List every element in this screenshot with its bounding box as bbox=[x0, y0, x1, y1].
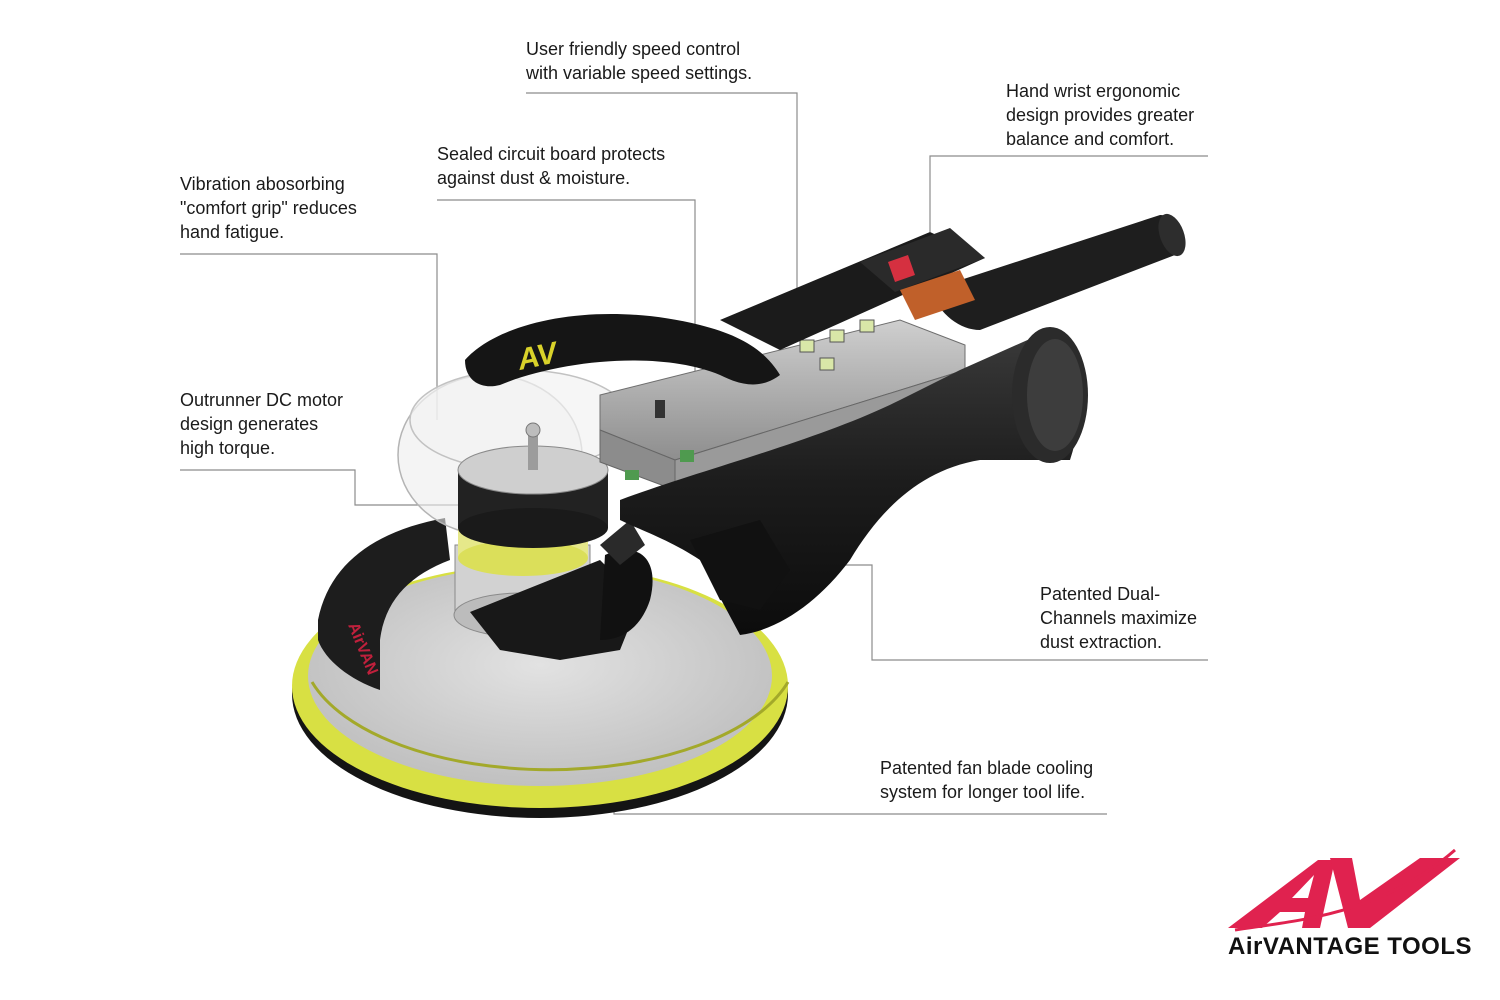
speed-control-module bbox=[720, 228, 985, 350]
callout-wrist-design: Hand wrist ergonomic design provides gre… bbox=[1006, 79, 1194, 151]
leader-comfort-grip bbox=[180, 253, 438, 420]
callout-line: Vibration abosorbing bbox=[180, 174, 345, 194]
callout-line: system for longer tool life. bbox=[880, 782, 1086, 802]
callout-dual-channels: Patented Dual- Channels maximize dust ex… bbox=[1040, 582, 1197, 654]
callout-line: User friendly speed control bbox=[526, 39, 741, 59]
callout-line: design provides greater bbox=[1006, 105, 1195, 125]
brand-name: AirVANTAGE TOOLS bbox=[1228, 933, 1473, 960]
callout-line: hand fatigue. bbox=[180, 222, 285, 242]
callout-circuit-board: Sealed circuit board protects against du… bbox=[437, 142, 665, 190]
logo-v-shape bbox=[1330, 858, 1460, 928]
sanding-pad bbox=[292, 564, 790, 818]
callout-line: with variable speed settings. bbox=[526, 63, 753, 83]
guard-shroud: AirVAN bbox=[318, 518, 450, 690]
logo-swoosh bbox=[1234, 848, 1456, 932]
brand-logo bbox=[1228, 848, 1460, 932]
dust-channel bbox=[620, 327, 1088, 635]
fan-blades bbox=[470, 520, 653, 660]
callout-speed-control: User friendly speed control with variabl… bbox=[526, 37, 752, 85]
callout-line: Patented fan blade cooling bbox=[880, 758, 1094, 778]
callout-line: against dust & moisture. bbox=[437, 168, 631, 188]
callout-line: Channels maximize bbox=[1040, 608, 1198, 628]
callout-line: Sealed circuit board protects bbox=[437, 144, 666, 164]
callout-line: Patented Dual- bbox=[1040, 584, 1161, 604]
callout-line: balance and comfort. bbox=[1006, 129, 1175, 149]
callout-line: dust extraction. bbox=[1040, 632, 1163, 652]
rear-handle bbox=[900, 213, 1186, 330]
callout-line: design generates bbox=[180, 414, 319, 434]
leader-speed-control bbox=[526, 92, 798, 305]
callout-motor: Outrunner DC motor design generates high… bbox=[180, 388, 343, 460]
callout-line: high torque. bbox=[180, 438, 276, 458]
callout-line: Hand wrist ergonomic bbox=[1006, 81, 1181, 101]
logo-a-shape bbox=[1228, 860, 1335, 928]
callout-comfort-grip: Vibration abosorbing "comfort grip" redu… bbox=[180, 172, 357, 244]
leader-motor bbox=[180, 469, 478, 506]
leader-lines bbox=[180, 92, 1208, 815]
callout-line: Outrunner DC motor bbox=[180, 390, 344, 410]
callout-fan-blade: Patented fan blade cooling system for lo… bbox=[880, 756, 1093, 804]
leader-wrist-design bbox=[929, 155, 1208, 232]
callout-line: "comfort grip" reduces bbox=[180, 198, 357, 218]
